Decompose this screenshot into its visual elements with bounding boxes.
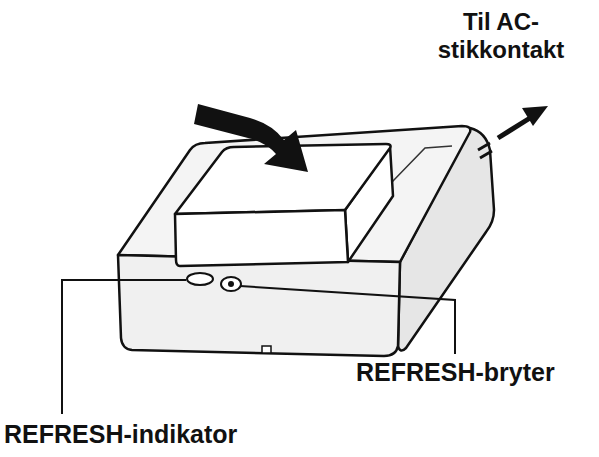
leader-line (240, 286, 455, 354)
outlet-label: Til AC- stikkontakt (436, 8, 566, 63)
ac-arrow-shaft (498, 118, 530, 138)
battery-front (175, 210, 348, 266)
refresh-indicator (187, 273, 213, 285)
plug-pins (478, 143, 492, 158)
insert-arrow (194, 104, 308, 172)
charger-front (118, 255, 400, 356)
indicator-label: REFRESH-indikator (4, 420, 294, 449)
switch-dot (228, 281, 234, 287)
socket (262, 346, 271, 353)
refresh-switch (221, 277, 241, 291)
leader-line (62, 280, 186, 414)
switch-label: REFRESH-bryter (356, 358, 592, 387)
ac-arrow-head (522, 106, 548, 126)
